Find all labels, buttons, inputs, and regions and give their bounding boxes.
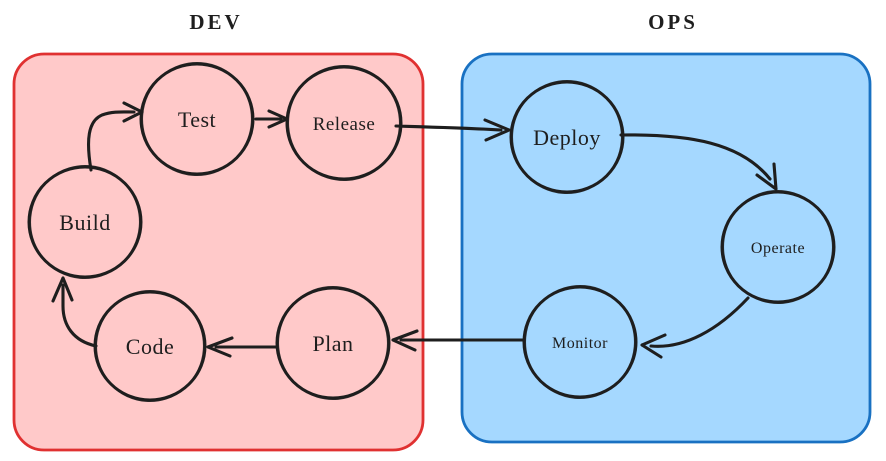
arrow-plan-code xyxy=(206,336,279,358)
node-deploy[interactable]: Deploy xyxy=(508,77,626,196)
code-circle-overdraw xyxy=(94,289,206,403)
release-circle-overdraw xyxy=(286,64,402,182)
arrow-deploy-operate xyxy=(619,133,778,191)
code-label: Code xyxy=(126,334,174,359)
node-plan[interactable]: Plan xyxy=(273,282,392,403)
dev-region[interactable] xyxy=(12,52,425,452)
node-operate[interactable]: Operate xyxy=(718,186,837,307)
node-code[interactable]: Code xyxy=(92,287,207,404)
deploy-label: Deploy xyxy=(533,125,601,150)
arrow-test-release xyxy=(254,109,289,129)
dev-group-title: DEV xyxy=(189,10,242,34)
arrow-monitor-plan xyxy=(391,329,525,352)
arrow-code-build xyxy=(51,276,98,348)
arrow-build-test xyxy=(86,101,144,172)
plan-circle-overdraw xyxy=(276,285,390,401)
test-circle-overdraw xyxy=(140,61,254,177)
build-circle-overdraw xyxy=(28,164,142,280)
monitor-circle-overdraw xyxy=(523,284,637,400)
release-label: Release xyxy=(313,114,376,135)
node-test[interactable]: Test xyxy=(138,59,256,178)
plan-label: Plan xyxy=(312,331,353,356)
build-label: Build xyxy=(59,210,110,235)
arrow-release-deploy xyxy=(394,118,511,142)
deploy-circle-overdraw xyxy=(510,79,624,195)
operate-label: Operate xyxy=(751,240,805,257)
test-label: Test xyxy=(178,107,216,132)
operate-circle-overdraw xyxy=(721,189,835,305)
arrow-operate-monitor xyxy=(640,296,750,359)
monitor-label: Monitor xyxy=(552,335,608,352)
node-build[interactable]: Build xyxy=(25,161,144,282)
node-monitor[interactable]: Monitor xyxy=(520,281,639,402)
ops-region[interactable] xyxy=(460,52,872,444)
node-release[interactable]: Release xyxy=(284,62,404,184)
ops-group-title: OPS xyxy=(648,10,698,34)
